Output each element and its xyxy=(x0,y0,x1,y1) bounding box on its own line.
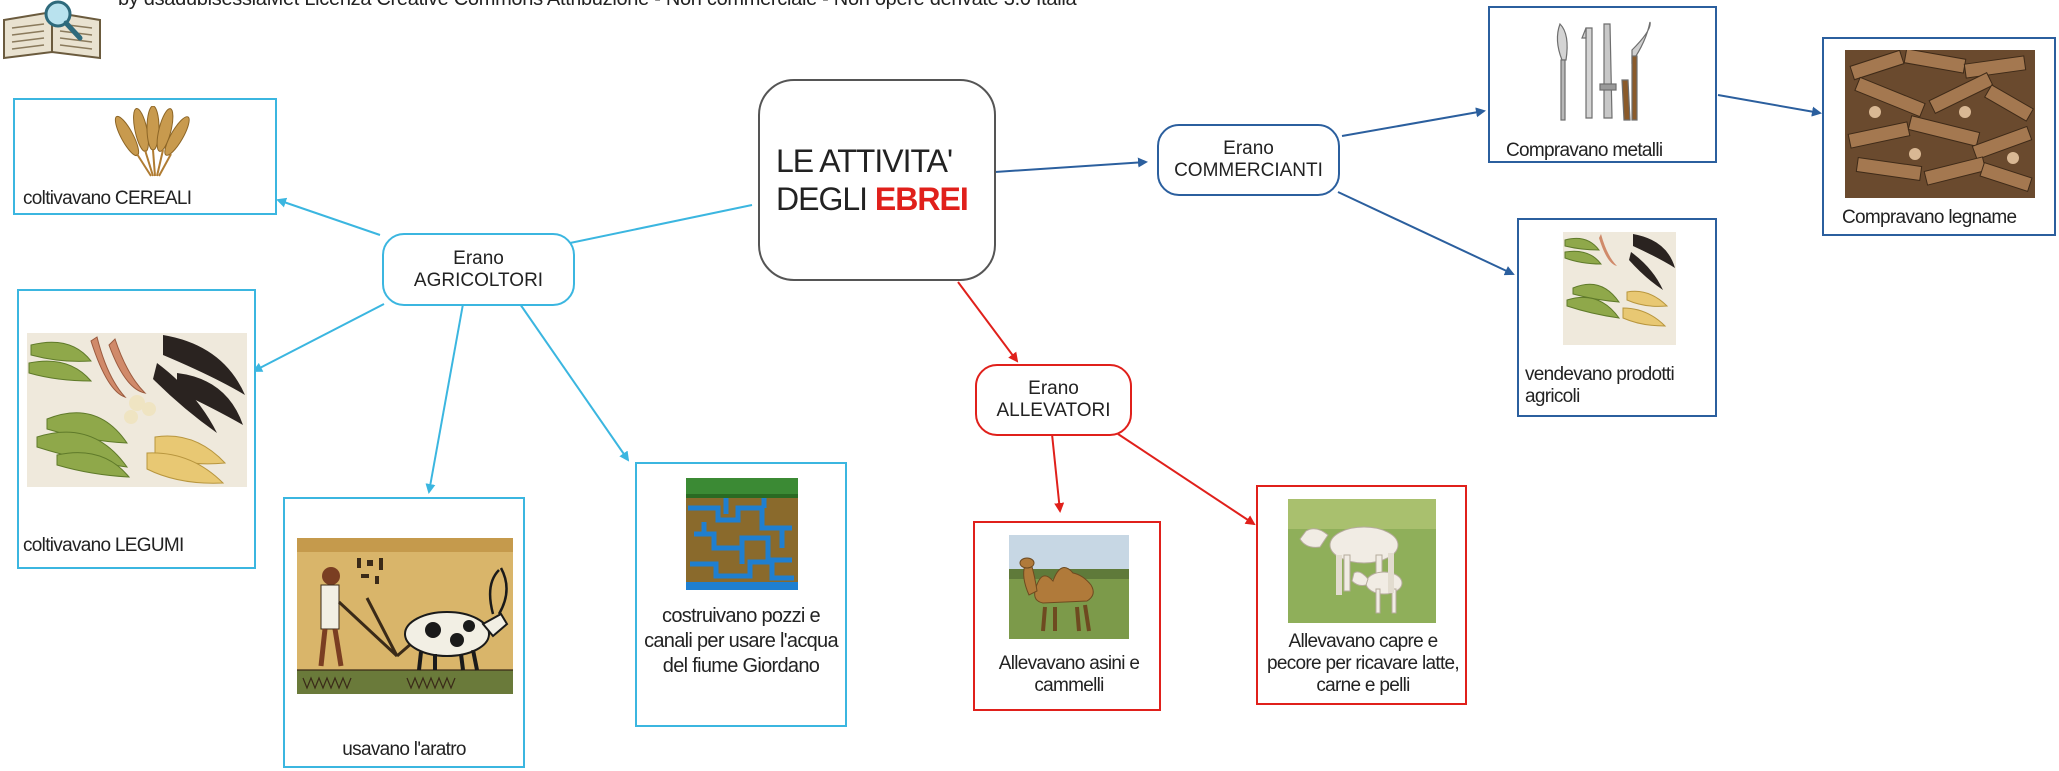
group-allevatori: Erano ALLEVATORI xyxy=(975,364,1132,436)
link-commercianti-metalli xyxy=(1341,107,1486,137)
group-allevatori-line2: ALLEVATORI xyxy=(996,400,1111,421)
link-agricoltori-cereali xyxy=(276,197,381,236)
center-topic-highlight: EBREI xyxy=(874,181,969,217)
concept-legumi-label: coltivavano LEGUMI xyxy=(23,535,184,556)
link-allevatori-asini xyxy=(1051,433,1065,513)
center-topic-line1: LE ATTIVITA' xyxy=(776,143,953,179)
center-topic: LE ATTIVITA' DEGLI EBREI xyxy=(758,79,996,281)
wood-pile-icon xyxy=(1845,50,2035,198)
group-allevatori-line1: Erano xyxy=(1028,378,1079,399)
link-agricoltori-pozzi xyxy=(519,303,630,462)
concept-aratro-label: usavano l'aratro xyxy=(342,739,466,760)
link-center-allevatori xyxy=(957,281,1019,363)
concept-legname: Compravano legname xyxy=(1822,37,2056,236)
group-agricoltori-line2: AGRICOLTORI xyxy=(413,269,544,291)
center-topic-prefix: DEGLI xyxy=(776,181,875,217)
group-agricoltori: Erano AGRICOLTORI xyxy=(382,233,575,306)
concept-cereali-label: coltivavano CEREALI xyxy=(23,188,192,209)
link-center-commercianti xyxy=(994,157,1148,173)
legumes-icon xyxy=(27,333,247,487)
link-center-agricoltori xyxy=(544,204,753,252)
produce-icon xyxy=(1563,232,1676,345)
goats-icon xyxy=(1288,499,1436,623)
concept-prodotti: vendevano prodotti agricoli xyxy=(1517,218,1717,417)
book-magnifier-icon xyxy=(3,0,101,60)
concept-aratro: usavano l'aratro xyxy=(283,497,525,768)
concept-capre-label: Allevavano capre e pecore per ricavare l… xyxy=(1267,631,1460,696)
logo xyxy=(0,0,112,62)
link-agricoltori-legumi xyxy=(252,303,385,372)
group-agricoltori-line1: Erano xyxy=(453,247,504,269)
concept-cereali: coltivavano CEREALI xyxy=(13,98,277,215)
concept-legname-label: Compravano legname xyxy=(1842,207,2017,228)
group-commercianti-line2: COMMERCIANTI xyxy=(1174,160,1323,181)
canals-icon xyxy=(686,478,798,590)
concept-asini-label: Allevavano asini e cammelli xyxy=(998,653,1140,696)
group-commercianti: Erano COMMERCIANTI xyxy=(1157,124,1340,196)
tools-icon xyxy=(1556,21,1651,121)
concept-metalli-label: Compravano metalli xyxy=(1506,140,1663,161)
concept-metalli: Compravano metalli xyxy=(1488,6,1717,163)
concept-pozzi: costruivano pozzi e canali per usare l'a… xyxy=(635,462,847,727)
plough-painting-icon xyxy=(297,538,513,694)
camel-icon xyxy=(1009,535,1129,639)
link-commercianti-prodotti xyxy=(1337,191,1515,276)
link-allevatori-capre xyxy=(1117,433,1256,526)
concept-asini: Allevavano asini e cammelli xyxy=(973,521,1161,711)
credit-line: by dsadubisessiaMet Licenza Creative Com… xyxy=(118,0,1077,11)
concept-legumi: coltivavano LEGUMI xyxy=(17,289,256,569)
center-topic-line2: DEGLI EBREI xyxy=(776,180,994,218)
concept-prodotti-label: vendevano prodotti agricoli xyxy=(1525,364,1675,407)
group-commercianti-line1: Erano xyxy=(1223,138,1274,159)
link-agricoltori-aratro xyxy=(425,303,464,494)
concept-capre: Allevavano capre e pecore per ricavare l… xyxy=(1256,485,1467,705)
wheat-icon xyxy=(114,106,190,177)
link-metalli-legname xyxy=(1717,94,1822,117)
concept-pozzi-label: costruivano pozzi e canali per usare l'a… xyxy=(644,605,839,677)
